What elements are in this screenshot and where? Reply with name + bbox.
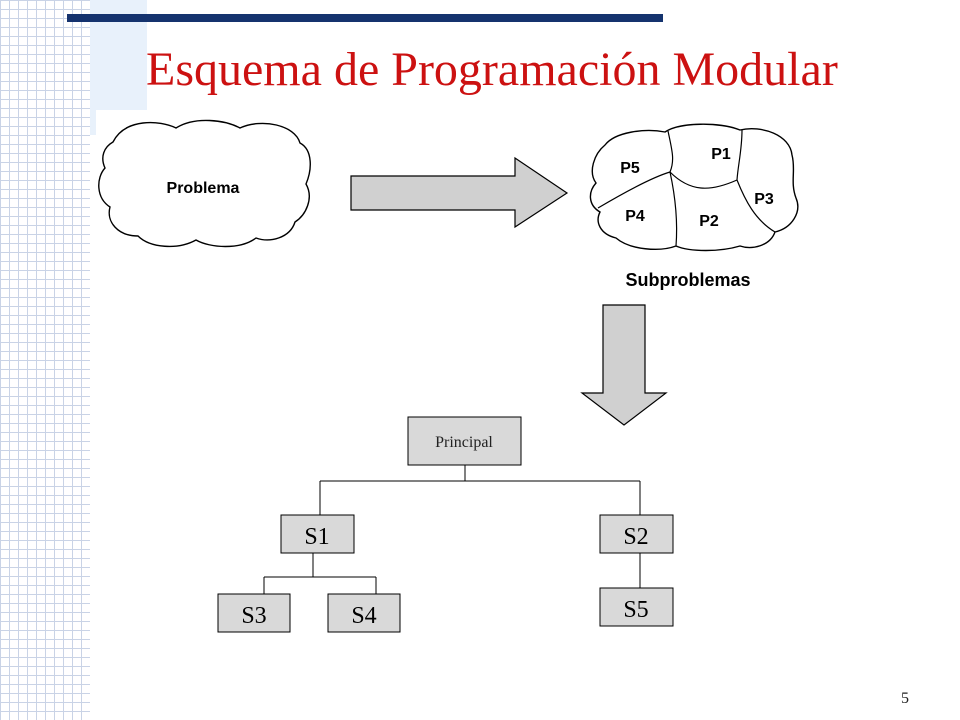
piece-label-p3: P3 [754, 191, 774, 208]
node-s5-label: S5 [623, 597, 648, 623]
node-s1: S1 [280, 514, 355, 554]
down-arrow [580, 304, 668, 426]
node-s2-label: S2 [623, 524, 648, 550]
decorative-top-bar [67, 14, 663, 22]
decorative-light-strip [90, 0, 96, 135]
right-arrow [350, 156, 569, 229]
subproblem-dividers [597, 129, 776, 247]
node-principal: Principal [407, 416, 522, 466]
slide-title: Esquema de Programación Modular [146, 43, 838, 96]
node-s3-label: S3 [241, 603, 266, 629]
node-s3: S3 [217, 593, 291, 633]
problem-cloud [98, 119, 311, 248]
page-number: 5 [901, 690, 909, 707]
node-s5: S5 [599, 587, 674, 627]
node-s1-label: S1 [304, 524, 329, 550]
piece-label-p2: P2 [699, 213, 719, 230]
problem-label: Problema [167, 180, 240, 197]
node-s4: S4 [327, 593, 401, 633]
node-principal-label: Principal [435, 434, 493, 451]
decorative-grid-strip [0, 0, 90, 720]
tree-connectors [263, 465, 641, 594]
piece-label-p4: P4 [625, 208, 645, 225]
piece-label-p5: P5 [620, 160, 640, 177]
piece-label-p1: P1 [711, 146, 731, 163]
node-s4-label: S4 [351, 603, 376, 629]
subproblems-label: Subproblemas [625, 270, 750, 290]
node-s2: S2 [599, 514, 674, 554]
